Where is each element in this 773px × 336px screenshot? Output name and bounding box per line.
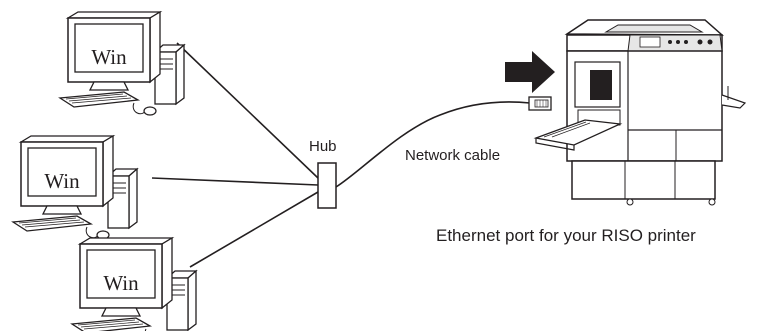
- link-line-top: [176, 42, 319, 179]
- network-plug: [528, 96, 552, 111]
- link-line-bottom: [189, 191, 319, 268]
- screen-label: Win: [44, 169, 80, 193]
- riso-printer-icon: [533, 19, 747, 206]
- computer-top: Win: [59, 11, 185, 116]
- network-cable-label: Network cable: [405, 147, 501, 164]
- link-line-middle: [151, 177, 319, 186]
- hub-box: [317, 162, 337, 209]
- computer-bottom: Win: [71, 237, 197, 336]
- computer-middle: Win: [12, 135, 138, 240]
- screen-label: Win: [91, 45, 127, 69]
- port-arrow-icon: [505, 51, 555, 93]
- ethernet-port-label: Ethernet port for your RISO printer: [436, 226, 696, 245]
- network-cable-line: [335, 101, 531, 188]
- screen-label: Win: [103, 271, 139, 295]
- hub-label: Hub: [309, 138, 337, 155]
